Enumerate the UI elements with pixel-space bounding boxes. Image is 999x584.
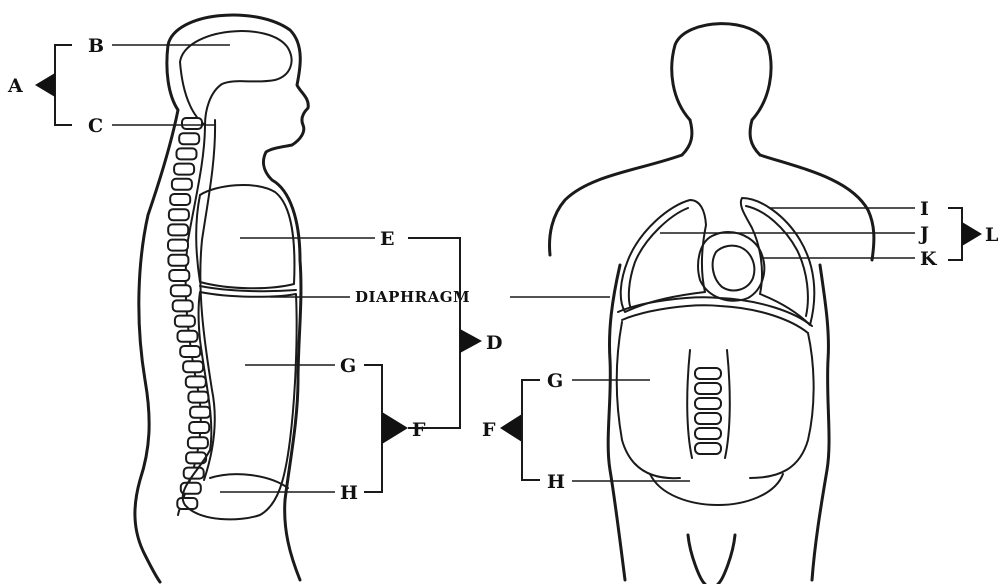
- label-diaphragm: DIAPHRAGM: [355, 288, 470, 306]
- vertebra: [189, 422, 209, 433]
- vertebra: [169, 209, 189, 220]
- vertebra: [173, 300, 193, 311]
- label-a: A: [7, 75, 23, 97]
- front-vertebra: [695, 368, 721, 379]
- right-lung: [741, 198, 814, 325]
- label-l: L: [985, 224, 998, 246]
- left-lung: [621, 200, 706, 312]
- arrow-f-left: [382, 412, 408, 444]
- front-view-head-outline: [672, 24, 771, 155]
- vertebra: [169, 270, 189, 281]
- label-k: K: [920, 248, 938, 270]
- right-lung-inner: [746, 206, 808, 316]
- side-pelvic-cavity: [210, 474, 288, 488]
- front-vertebra: [695, 413, 721, 424]
- front-vertebra: [695, 428, 721, 439]
- vertebra: [182, 118, 202, 129]
- vertebral-column: [168, 118, 210, 509]
- vertebra: [168, 224, 188, 235]
- vertebra: [170, 194, 190, 205]
- vertebra: [188, 392, 208, 403]
- bracket-f-right: [522, 380, 540, 480]
- vertebra: [168, 240, 188, 251]
- front-view-neck-left: [682, 120, 692, 155]
- vertebra: [172, 179, 192, 190]
- label-g-left: G: [340, 355, 356, 377]
- front-vertebra: [695, 443, 721, 454]
- label-f-left: F: [412, 419, 426, 441]
- vertebra: [177, 148, 197, 159]
- vertebra: [186, 376, 206, 387]
- vertebra: [174, 164, 194, 175]
- label-g-right: G: [547, 370, 563, 392]
- front-spine-edge-left: [687, 350, 692, 458]
- label-h-left: H: [340, 482, 358, 504]
- label-d: D: [486, 332, 502, 354]
- arrow-a: [35, 73, 55, 97]
- vertebra: [178, 331, 198, 342]
- vertebra: [168, 255, 188, 266]
- vertebra: [188, 437, 208, 448]
- label-i: I: [920, 198, 929, 220]
- front-view-torso-left: [608, 265, 625, 580]
- vertebra: [175, 316, 195, 327]
- vertebra: [180, 346, 200, 357]
- label-j: J: [918, 223, 929, 245]
- left-lung-inner: [629, 208, 688, 306]
- vertebra: [171, 285, 191, 296]
- front-spine-edge-right: [725, 350, 730, 458]
- heart: [713, 246, 755, 291]
- label-f-right: F: [482, 419, 496, 441]
- label-h-right: H: [547, 471, 565, 493]
- bracket-f-left: [364, 365, 382, 492]
- front-vertebra: [695, 398, 721, 409]
- arrow-f-right: [500, 414, 522, 442]
- vertebra: [183, 361, 203, 372]
- front-view-legs-split: [688, 535, 735, 584]
- front-view-figure: [550, 24, 874, 584]
- arrow-l: [962, 222, 982, 246]
- front-view-torso-right: [812, 265, 829, 580]
- side-view-figure: [135, 15, 308, 582]
- side-thoracic-cavity: [196, 185, 294, 288]
- front-vertebra: [695, 383, 721, 394]
- front-view-spine: [687, 350, 730, 458]
- arrow-d: [460, 329, 482, 353]
- label-e: E: [380, 228, 394, 250]
- label-b: B: [88, 35, 104, 57]
- bracket-a: [55, 45, 72, 125]
- vertebra: [179, 133, 199, 144]
- label-c: C: [88, 115, 103, 137]
- bracket-l: [948, 208, 962, 260]
- bracket-d: [408, 238, 460, 428]
- vertebra: [190, 407, 210, 418]
- front-view-shoulder-left: [550, 155, 682, 255]
